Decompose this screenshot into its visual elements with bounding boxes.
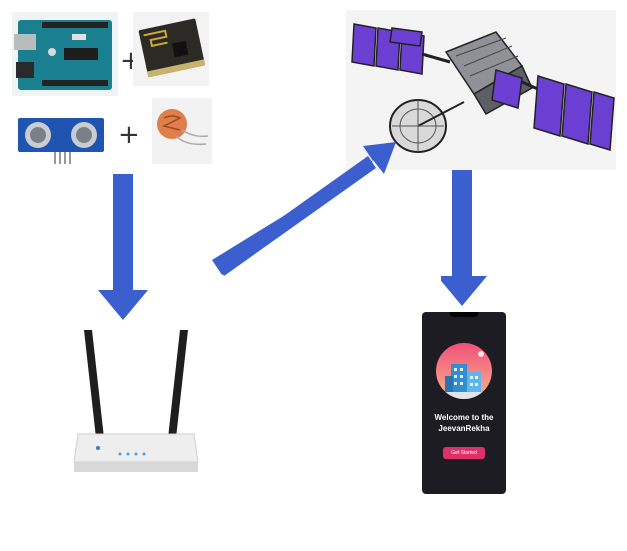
ultrasonic-sensor-icon <box>18 118 104 164</box>
plus-sign: + <box>118 120 140 150</box>
welcome-app-name: JeevanRekha <box>438 424 490 433</box>
welcome-line-1: Welcome to the <box>434 413 494 422</box>
satellite-icon <box>346 10 616 170</box>
arduino-board-icon <box>12 12 118 96</box>
wifi-router-icon <box>73 330 199 472</box>
arrow-down-right <box>441 170 487 306</box>
smartphone-icon: Welcome to the JeevanRekha Get Started <box>422 312 506 494</box>
hospital-building-icon <box>436 343 492 399</box>
ldr-sensor-icon <box>152 98 212 164</box>
arrow-diagonal-up <box>212 142 396 276</box>
arrow-down-left <box>98 174 148 320</box>
get-started-button[interactable]: Get Started <box>443 447 485 459</box>
phone-notch <box>450 312 478 317</box>
esp8266-module-icon <box>133 12 209 86</box>
